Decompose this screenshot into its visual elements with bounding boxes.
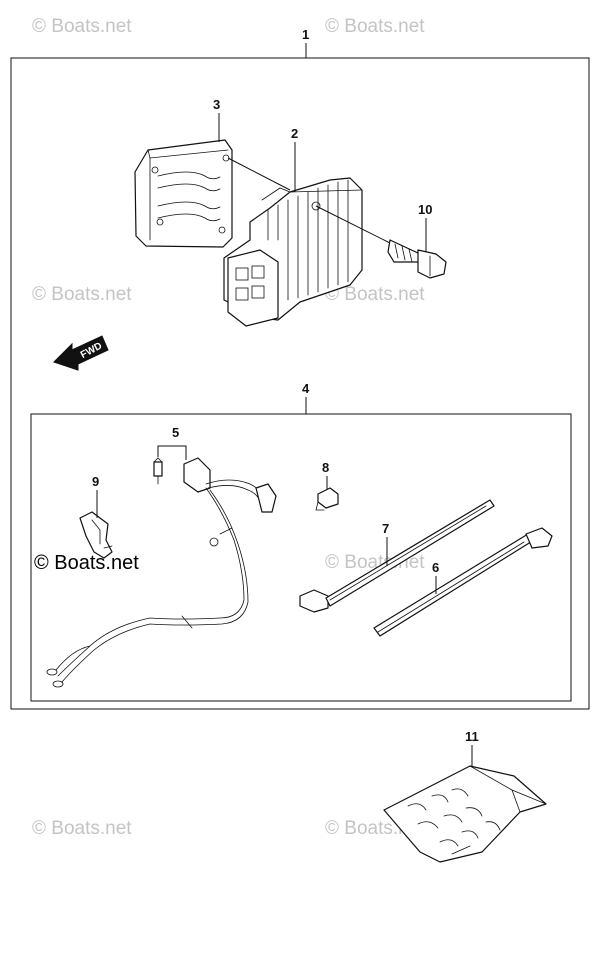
callout-7: 7 — [382, 521, 389, 536]
callout-2: 2 — [291, 126, 298, 141]
screw-part — [315, 487, 339, 511]
callout-4: 4 — [302, 381, 310, 396]
forward-arrow-icon: FWD — [53, 335, 109, 371]
leader-regulator-to-bolt — [315, 205, 393, 245]
bracket-part — [134, 139, 233, 248]
cable-tie-small-part — [373, 527, 553, 637]
callout-1: 1 — [302, 27, 309, 42]
callout-5: 5 — [172, 425, 179, 440]
callout-10: 10 — [418, 202, 432, 217]
callout-3: 3 — [213, 97, 220, 112]
kit-frame — [30, 413, 572, 702]
watermark-mid-right: © Boats.net — [325, 284, 425, 305]
watermark-bottom-left: © Boats.net — [32, 818, 132, 839]
regulator-part — [223, 177, 363, 327]
callout-9: 9 — [92, 474, 99, 489]
callout-8: 8 — [322, 460, 329, 475]
parts-bag-part — [383, 765, 547, 863]
boats-net-credit: © Boats.net — [34, 552, 139, 574]
callout-6: 6 — [432, 560, 439, 575]
bolt-part — [387, 239, 447, 279]
leader-5 — [157, 445, 187, 460]
watermark-top-right: © Boats.net — [325, 16, 425, 37]
watermark-top-left: © Boats.net — [32, 16, 132, 37]
watermark-mid-left: © Boats.net — [32, 284, 132, 305]
cable-tie-large-part — [299, 499, 495, 613]
watermarks: © Boats.net © Boats.net © Boats.net © Bo… — [32, 16, 425, 839]
assembly-frame — [10, 57, 590, 710]
fuse-part — [153, 457, 163, 485]
callout-11: 11 — [465, 729, 479, 744]
wire-harness-part — [46, 457, 277, 688]
leader-3-to-regulator — [227, 157, 291, 191]
